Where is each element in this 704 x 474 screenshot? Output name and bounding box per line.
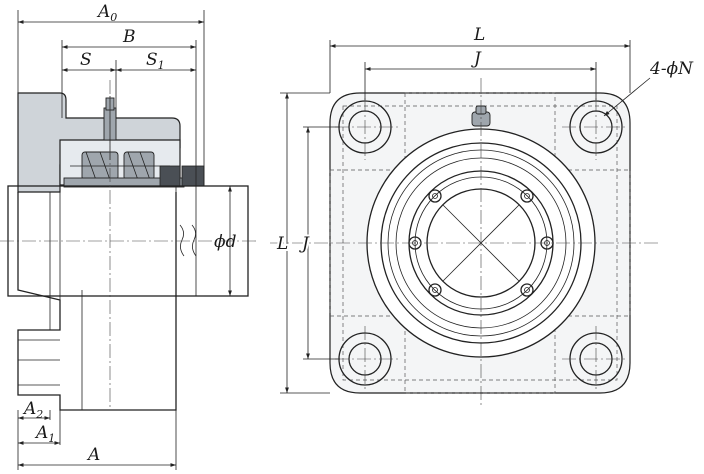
label-J-side: J xyxy=(299,234,310,254)
housing-lower-outline xyxy=(17,192,177,411)
label-J-top: J xyxy=(471,49,482,69)
side-section-view: A0 B S S1 ϕd A2 A1 A xyxy=(0,2,258,470)
front-view: L J 4-ϕN L J xyxy=(270,25,694,408)
label-A2: A2 xyxy=(22,399,43,421)
label-A0: A0 xyxy=(96,2,117,24)
label-S1: S1 xyxy=(146,50,165,72)
label-d: ϕd xyxy=(214,232,237,252)
label-A1: A1 xyxy=(34,423,55,445)
leader-N xyxy=(603,77,651,117)
label-L-side: L xyxy=(276,234,288,254)
label-S: S xyxy=(80,50,92,70)
label-N: 4-ϕN xyxy=(649,59,694,79)
label-A: A xyxy=(86,445,100,465)
label-L-top: L xyxy=(473,25,485,45)
bearing-rollers xyxy=(70,151,170,181)
label-B: B xyxy=(122,27,136,47)
locking-nut xyxy=(159,165,205,187)
